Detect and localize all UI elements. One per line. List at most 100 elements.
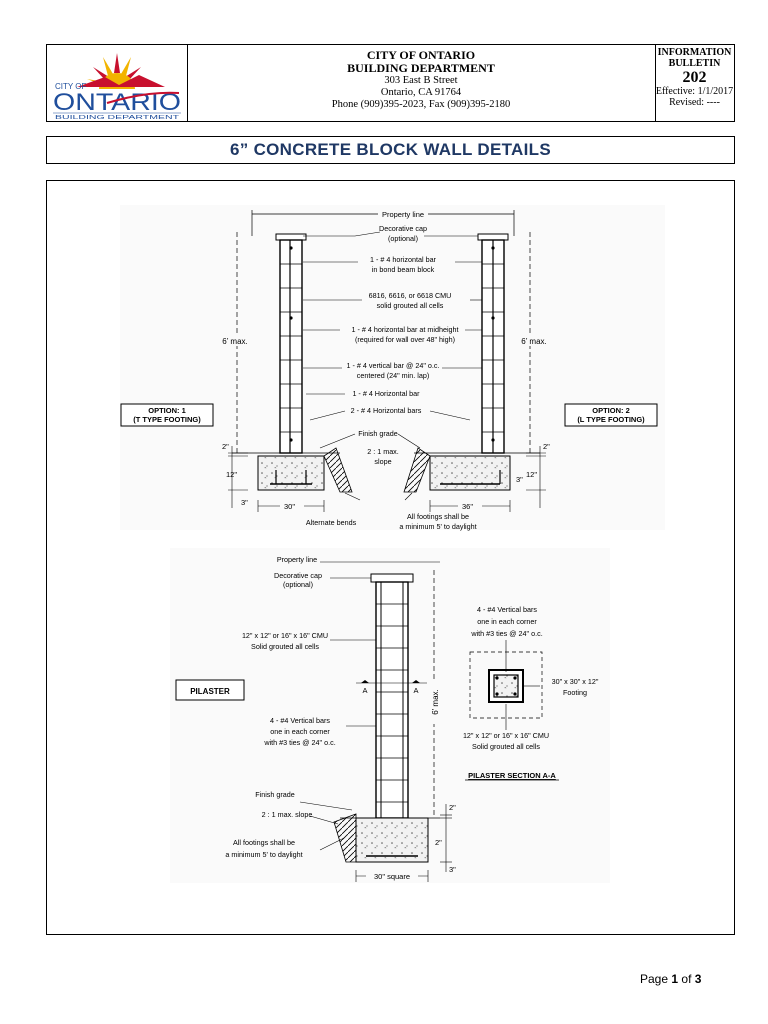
pilaster-label-box <box>175 679 245 701</box>
dim-3-right: 3" <box>516 475 523 484</box>
mountain-icon <box>77 75 165 87</box>
phone-fax: Phone (909)395-2023, Fax (909)395-2180 <box>331 99 511 110</box>
wall-finish-grade-label: Finish grade <box>358 429 398 438</box>
section-bars-label-2: one in each corner <box>477 617 537 626</box>
pilaster-footings-label-1: All footings shall be <box>233 838 295 847</box>
section-cmu-label-1: 12" x 12" or 16" x 16" CMU <box>463 731 549 740</box>
wall-footings-label-1: All footings shall be <box>407 512 469 521</box>
left-footing <box>257 455 325 491</box>
pilaster-finish-grade-label: Finish grade <box>255 790 295 799</box>
revised-date: Revised: ---- <box>669 97 720 108</box>
page-indicator: Page 1 of 3 <box>640 972 701 986</box>
page-total: 3 <box>694 972 702 986</box>
pilaster-section-title: PILASTER SECTION A-A <box>468 771 556 780</box>
section-bars-label-1: 4 - #4 Vertical bars <box>477 605 537 614</box>
bond-bar-label-2: in bond beam block <box>372 265 435 274</box>
right-footing <box>429 455 511 491</box>
option-1-box <box>120 403 214 427</box>
section-mark-right: A <box>413 686 418 695</box>
wall-cmu-label-1: 6816, 6616, or 6618 CMU <box>369 291 452 300</box>
bulletin-label-1: INFORMATION <box>657 47 732 58</box>
left-wall <box>275 233 307 454</box>
dim-2-right: 2" <box>543 442 550 451</box>
address-street: 303 East B Street <box>384 75 458 86</box>
pilaster-cap-label-2: (optional) <box>283 580 313 589</box>
option-1-type: (T TYPE FOOTING) <box>133 415 201 424</box>
pilaster-cmu-label-2: Solid grouted all cells <box>251 642 319 651</box>
section-footing-label-1: 30" x 30" x 12" <box>552 677 599 686</box>
pilaster-cmu-label-1: 12" x 12" or 16" x 16" CMU <box>242 631 328 640</box>
pilaster-property-line-label: Property line <box>277 555 317 564</box>
pilaster-soil-slope <box>333 813 357 863</box>
option-2-type: (L TYPE FOOTING) <box>577 415 645 424</box>
wall-slope-label-1: 2 : 1 max. <box>367 447 399 456</box>
bulletin-info: INFORMATION BULLETIN 202 Effective: 1/1/… <box>655 45 734 121</box>
section-cmu-label-2: Solid grouted all cells <box>472 742 540 751</box>
drawing-frame <box>46 180 735 935</box>
pilaster-detail-drawing: Property line A A <box>170 548 610 883</box>
department-name: BUILDING DEPARTMENT <box>347 61 495 75</box>
bond-bar-label-1: 1 - # 4 horizontal bar <box>370 255 437 264</box>
page-word: Page <box>640 972 669 986</box>
section-mark-left: A <box>362 686 367 695</box>
pilaster-cap-label-1: Decorative cap <box>274 571 322 580</box>
left-soil-slope <box>323 447 353 493</box>
dim-3-left: 3" <box>241 498 248 507</box>
horizontal-bars-label: 2 - # 4 Horizontal bars <box>351 406 422 415</box>
pilaster-dim-3: 3" <box>449 865 456 874</box>
logo-subtitle: BUILDING DEPARTMENT <box>55 115 180 121</box>
dim-12-right: 12" <box>526 470 537 479</box>
pilaster-footings-label-2: a minimum 5' to daylight <box>225 850 302 859</box>
city-logo: CITY OF ONTARIO BUILDING DEPARTMENT <box>47 45 188 121</box>
pilaster-dim-2a: 2" <box>449 803 456 812</box>
pilaster-section-plan <box>469 640 543 730</box>
midheight-bar-label-1: 1 - # 4 horizontal bar at midheight <box>351 325 458 334</box>
pilaster-bars-label-1: 4 - #4 Vertical bars <box>270 716 330 725</box>
pilaster-dim-square: 30" square <box>374 872 410 881</box>
bulletin-number: 202 <box>682 69 707 86</box>
vertical-bar-label-2: centered (24" min. lap) <box>357 371 429 380</box>
address-city: Ontario, CA 91764 <box>380 87 462 98</box>
pilaster-height: 6’ max. <box>431 689 440 715</box>
pilaster-footing <box>355 817 429 863</box>
effective-date: Effective: 1/1/2017 <box>655 86 734 97</box>
dim-30: 30" <box>284 502 295 511</box>
logo-city-of: CITY OF <box>55 82 87 91</box>
dim-12-left: 12" <box>226 470 237 479</box>
wall-height-left: 6’ max. <box>222 337 248 346</box>
wall-slope-label-2: slope <box>374 457 391 466</box>
wall-footings-label-2: a minimum 5' to daylight <box>399 522 476 531</box>
right-soil-slope <box>403 447 431 493</box>
wall-property-line-label: Property line <box>382 210 424 219</box>
wall-detail-drawing: Property line <box>120 205 665 531</box>
city-name: CITY OF ONTARIO <box>366 48 476 62</box>
pilaster-bars-label-2: one in each corner <box>270 727 330 736</box>
ontario-logo-graphic: CITY OF ONTARIO BUILDING DEPARTMENT <box>53 53 181 121</box>
wall-cap-label-2: (optional) <box>388 234 418 243</box>
page-title: 6” CONCRETE BLOCK WALL DETAILS <box>46 136 735 164</box>
horizontal-bar-label: 1 - # 4 Horizontal bar <box>352 389 420 398</box>
wall-cmu-label-2: solid grouted all cells <box>377 301 444 310</box>
vertical-bar-label-1: 1 - # 4 vertical bar @ 24" o.c. <box>347 361 440 370</box>
pilaster-label: PILASTER <box>190 687 230 696</box>
logo-swoosh <box>106 91 180 104</box>
wall-height-right: 6’ max. <box>521 337 547 346</box>
dim-36: 36" <box>462 502 473 511</box>
alternate-bends-label: Alternate bends <box>306 518 357 527</box>
bulletin-header: CITY OF ONTARIO BUILDING DEPARTMENT CITY… <box>46 44 735 122</box>
option-1-label: OPTION: 1 <box>148 406 186 415</box>
department-info: CITY OF ONTARIO BUILDING DEPARTMENT 303 … <box>187 45 656 121</box>
pilaster-bars-label-3: with #3 ties @ 24" o.c. <box>263 738 335 747</box>
option-2-label: OPTION: 2 <box>592 406 630 415</box>
pilaster-dim-2b: 2" <box>435 838 442 847</box>
wall-cap-label-1: Decorative cap <box>379 224 427 233</box>
bulletin-label-2: BULLETIN <box>668 58 721 69</box>
pilaster-slope-label: 2 : 1 max. slope <box>262 810 313 819</box>
section-bars-label-3: with #3 ties @ 24" o.c. <box>470 629 542 638</box>
midheight-bar-label-2: (required for wall over 48" high) <box>355 335 455 344</box>
of-word: of <box>681 972 692 986</box>
section-footing-label-2: Footing <box>563 688 587 697</box>
pilaster-cap <box>370 573 414 583</box>
page-number: 1 <box>671 972 679 986</box>
